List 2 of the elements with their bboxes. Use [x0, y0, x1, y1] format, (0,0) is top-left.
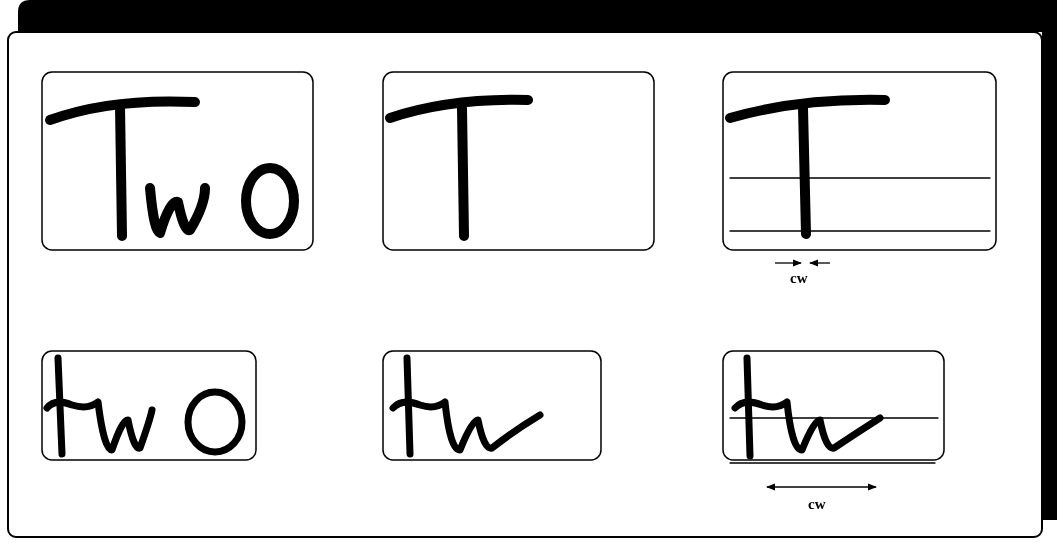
dimension-label: cw — [790, 270, 808, 286]
dimension-label: cw — [808, 496, 826, 512]
